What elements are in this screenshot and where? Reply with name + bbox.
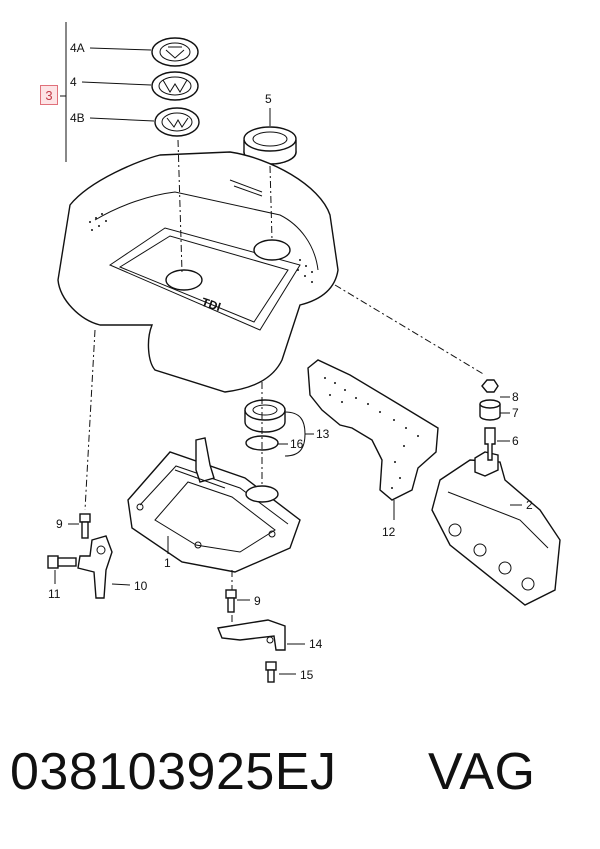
engine-cover: TDI	[57, 151, 339, 393]
callout-7: 7	[512, 406, 519, 420]
callout-12: 12	[382, 525, 396, 539]
callout-4a: 4A	[70, 41, 85, 55]
intake-manifold-2	[431, 451, 561, 606]
brand-label: VAG	[428, 743, 536, 801]
callout-6: 6	[512, 434, 519, 448]
bracket-14	[217, 619, 286, 651]
callout-4b: 4B	[70, 111, 85, 125]
group-bracket-line	[60, 22, 67, 162]
emblem-4a	[151, 37, 199, 67]
grommet-13	[244, 399, 286, 433]
grommet-7	[479, 399, 501, 421]
callout-16: 16	[290, 437, 304, 451]
callout-4: 4	[70, 75, 77, 89]
callout-14: 14	[309, 637, 323, 651]
tdi-engraving: TDI	[200, 295, 223, 314]
callout-9-lower: 9	[254, 594, 261, 608]
callout-11: 11	[48, 587, 61, 601]
callout-1: 1	[164, 556, 171, 570]
emblem-4	[151, 71, 199, 101]
bolt-15	[265, 661, 277, 683]
stud-6	[484, 427, 496, 461]
heat-shield-12	[307, 359, 439, 501]
bolt-9-lower	[225, 589, 237, 613]
exploded-parts-diagram: TDI	[47, 22, 561, 683]
callout-9-left: 9	[56, 517, 63, 531]
cylinder-head-cover	[127, 437, 301, 573]
callout-13: 13	[316, 427, 330, 441]
callout-10: 10	[134, 579, 148, 593]
bracket-10	[77, 535, 113, 599]
callout-3-highlight: 3	[40, 85, 58, 105]
callout-2: 2	[526, 498, 533, 512]
nut-8	[481, 379, 499, 393]
bolt-11	[47, 555, 77, 569]
part-number: 038103925EJ	[10, 743, 337, 801]
emblem-4b	[154, 107, 200, 137]
callout-15: 15	[300, 668, 314, 682]
callout-8: 8	[512, 390, 519, 404]
callout-5: 5	[265, 92, 272, 106]
bolt-9-left	[79, 513, 91, 539]
footer: 038103925EJ VAG	[0, 742, 600, 812]
